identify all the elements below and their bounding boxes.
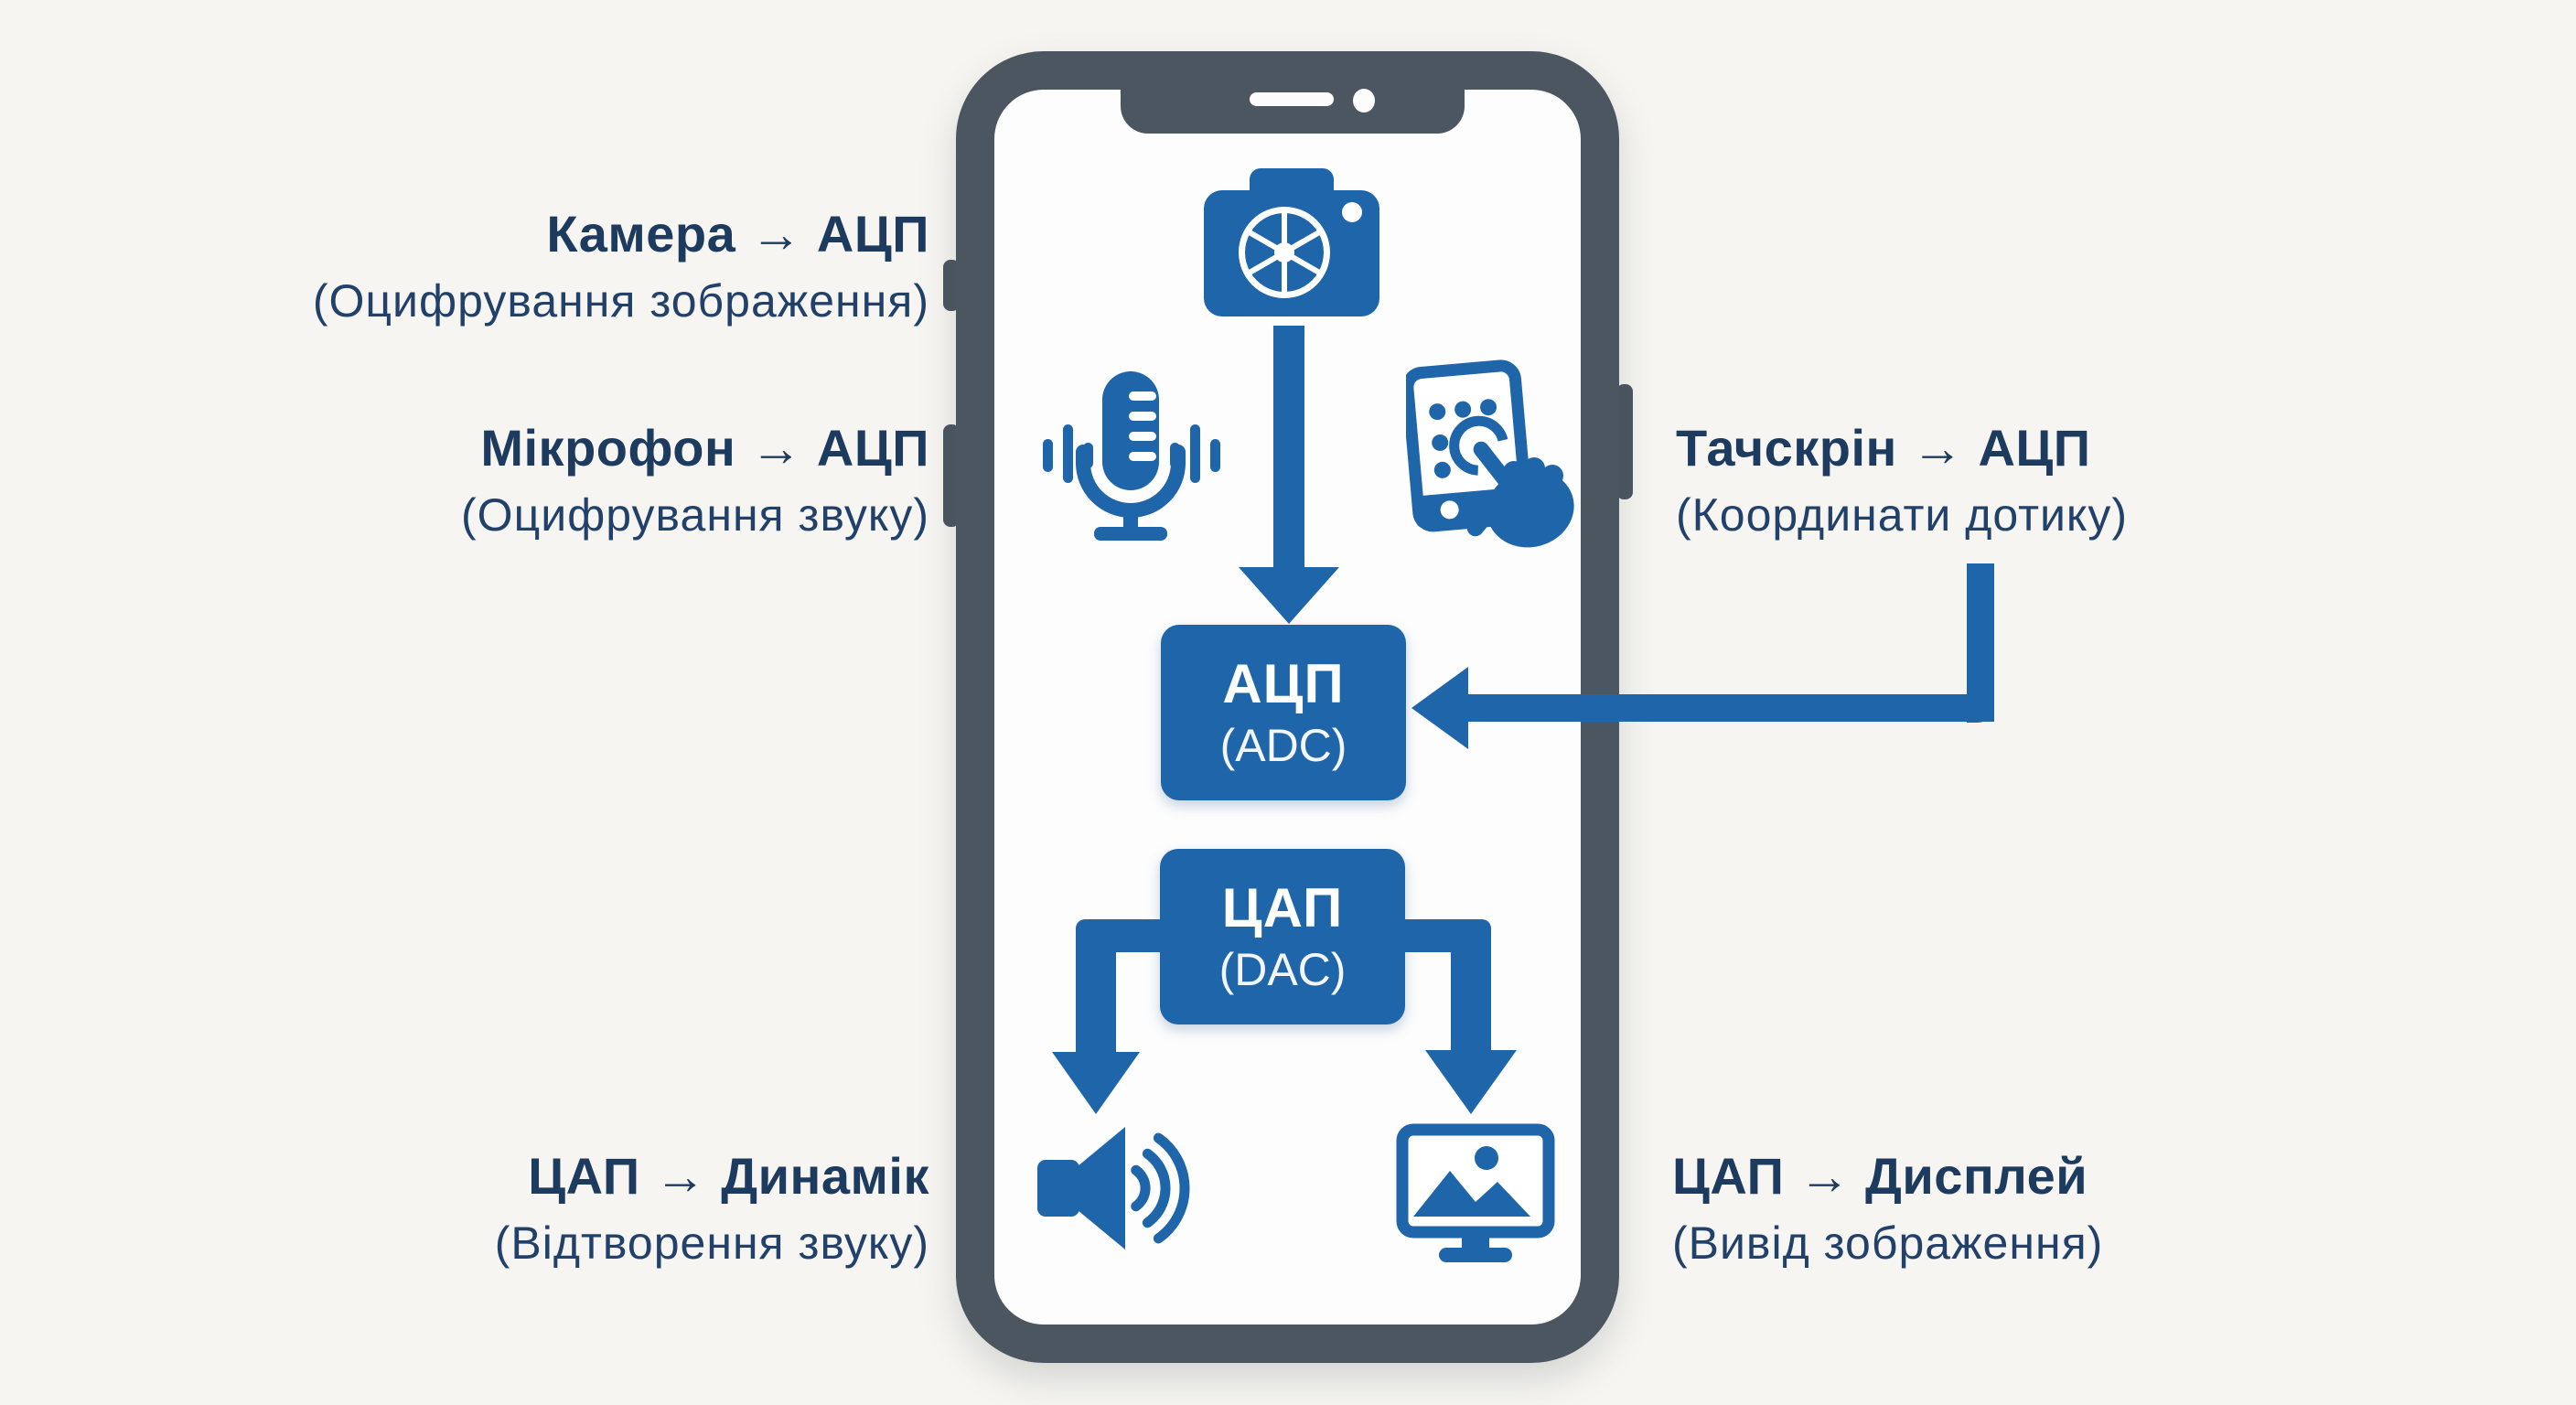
speaker-label-title: ЦАП → Динамік <box>528 1147 929 1205</box>
microphone-icon <box>1043 371 1220 541</box>
adc-box-title: АЦП <box>1222 653 1345 714</box>
display-label-title: ЦАП → Дисплей <box>1672 1147 2088 1205</box>
phone-volume-button <box>943 424 960 527</box>
adc-box-subtitle: (ADC) <box>1219 720 1347 771</box>
camera-label-title: Камера → АЦП <box>546 205 929 263</box>
dac-box: ЦАП (DAC) <box>1160 849 1405 1024</box>
microphone-label-title: Мікрофон → АЦП <box>480 419 929 477</box>
speaker-icon <box>1037 1127 1190 1249</box>
front-camera-dot <box>1353 89 1375 113</box>
dac-box-title: ЦАП <box>1221 877 1344 938</box>
speaker-label-subtitle: (Відтворення звуку) <box>494 1217 929 1269</box>
speaker-label: ЦАП → Динамік (Відтворення звуку) <box>495 1142 929 1275</box>
display-label-subtitle: (Вивід зображення) <box>1672 1217 2104 1269</box>
camera-label-subtitle: (Оцифрування зображення) <box>312 275 929 327</box>
display-icon <box>1396 1123 1555 1262</box>
touchscreen-icon <box>1406 359 1574 548</box>
pointing-hand-icon <box>1466 441 1574 548</box>
camera-label: Камера → АЦП (Оцифрування зображення) <box>313 199 929 333</box>
adc-box: АЦП (ADC) <box>1161 625 1406 800</box>
touchscreen-label-title: Тачскрін → АЦП <box>1676 419 2091 477</box>
touchscreen-label: Тачскрін → АЦП (Координати дотику) <box>1676 413 2128 547</box>
camera-icon <box>1204 168 1379 316</box>
phone-power-button <box>1616 384 1633 499</box>
microphone-label-subtitle: (Оцифрування звуку) <box>461 489 929 541</box>
earpiece-speaker-slot <box>1250 92 1334 106</box>
phone-notch <box>1121 82 1465 134</box>
phone-mute-switch <box>943 260 960 311</box>
dac-box-subtitle: (DAC) <box>1218 944 1347 995</box>
touchscreen-label-subtitle: (Координати дотику) <box>1676 489 2128 541</box>
display-label: ЦАП → Дисплей (Вивід зображення) <box>1672 1142 2103 1275</box>
microphone-label: Мікрофон → АЦП (Оцифрування звуку) <box>461 413 929 547</box>
